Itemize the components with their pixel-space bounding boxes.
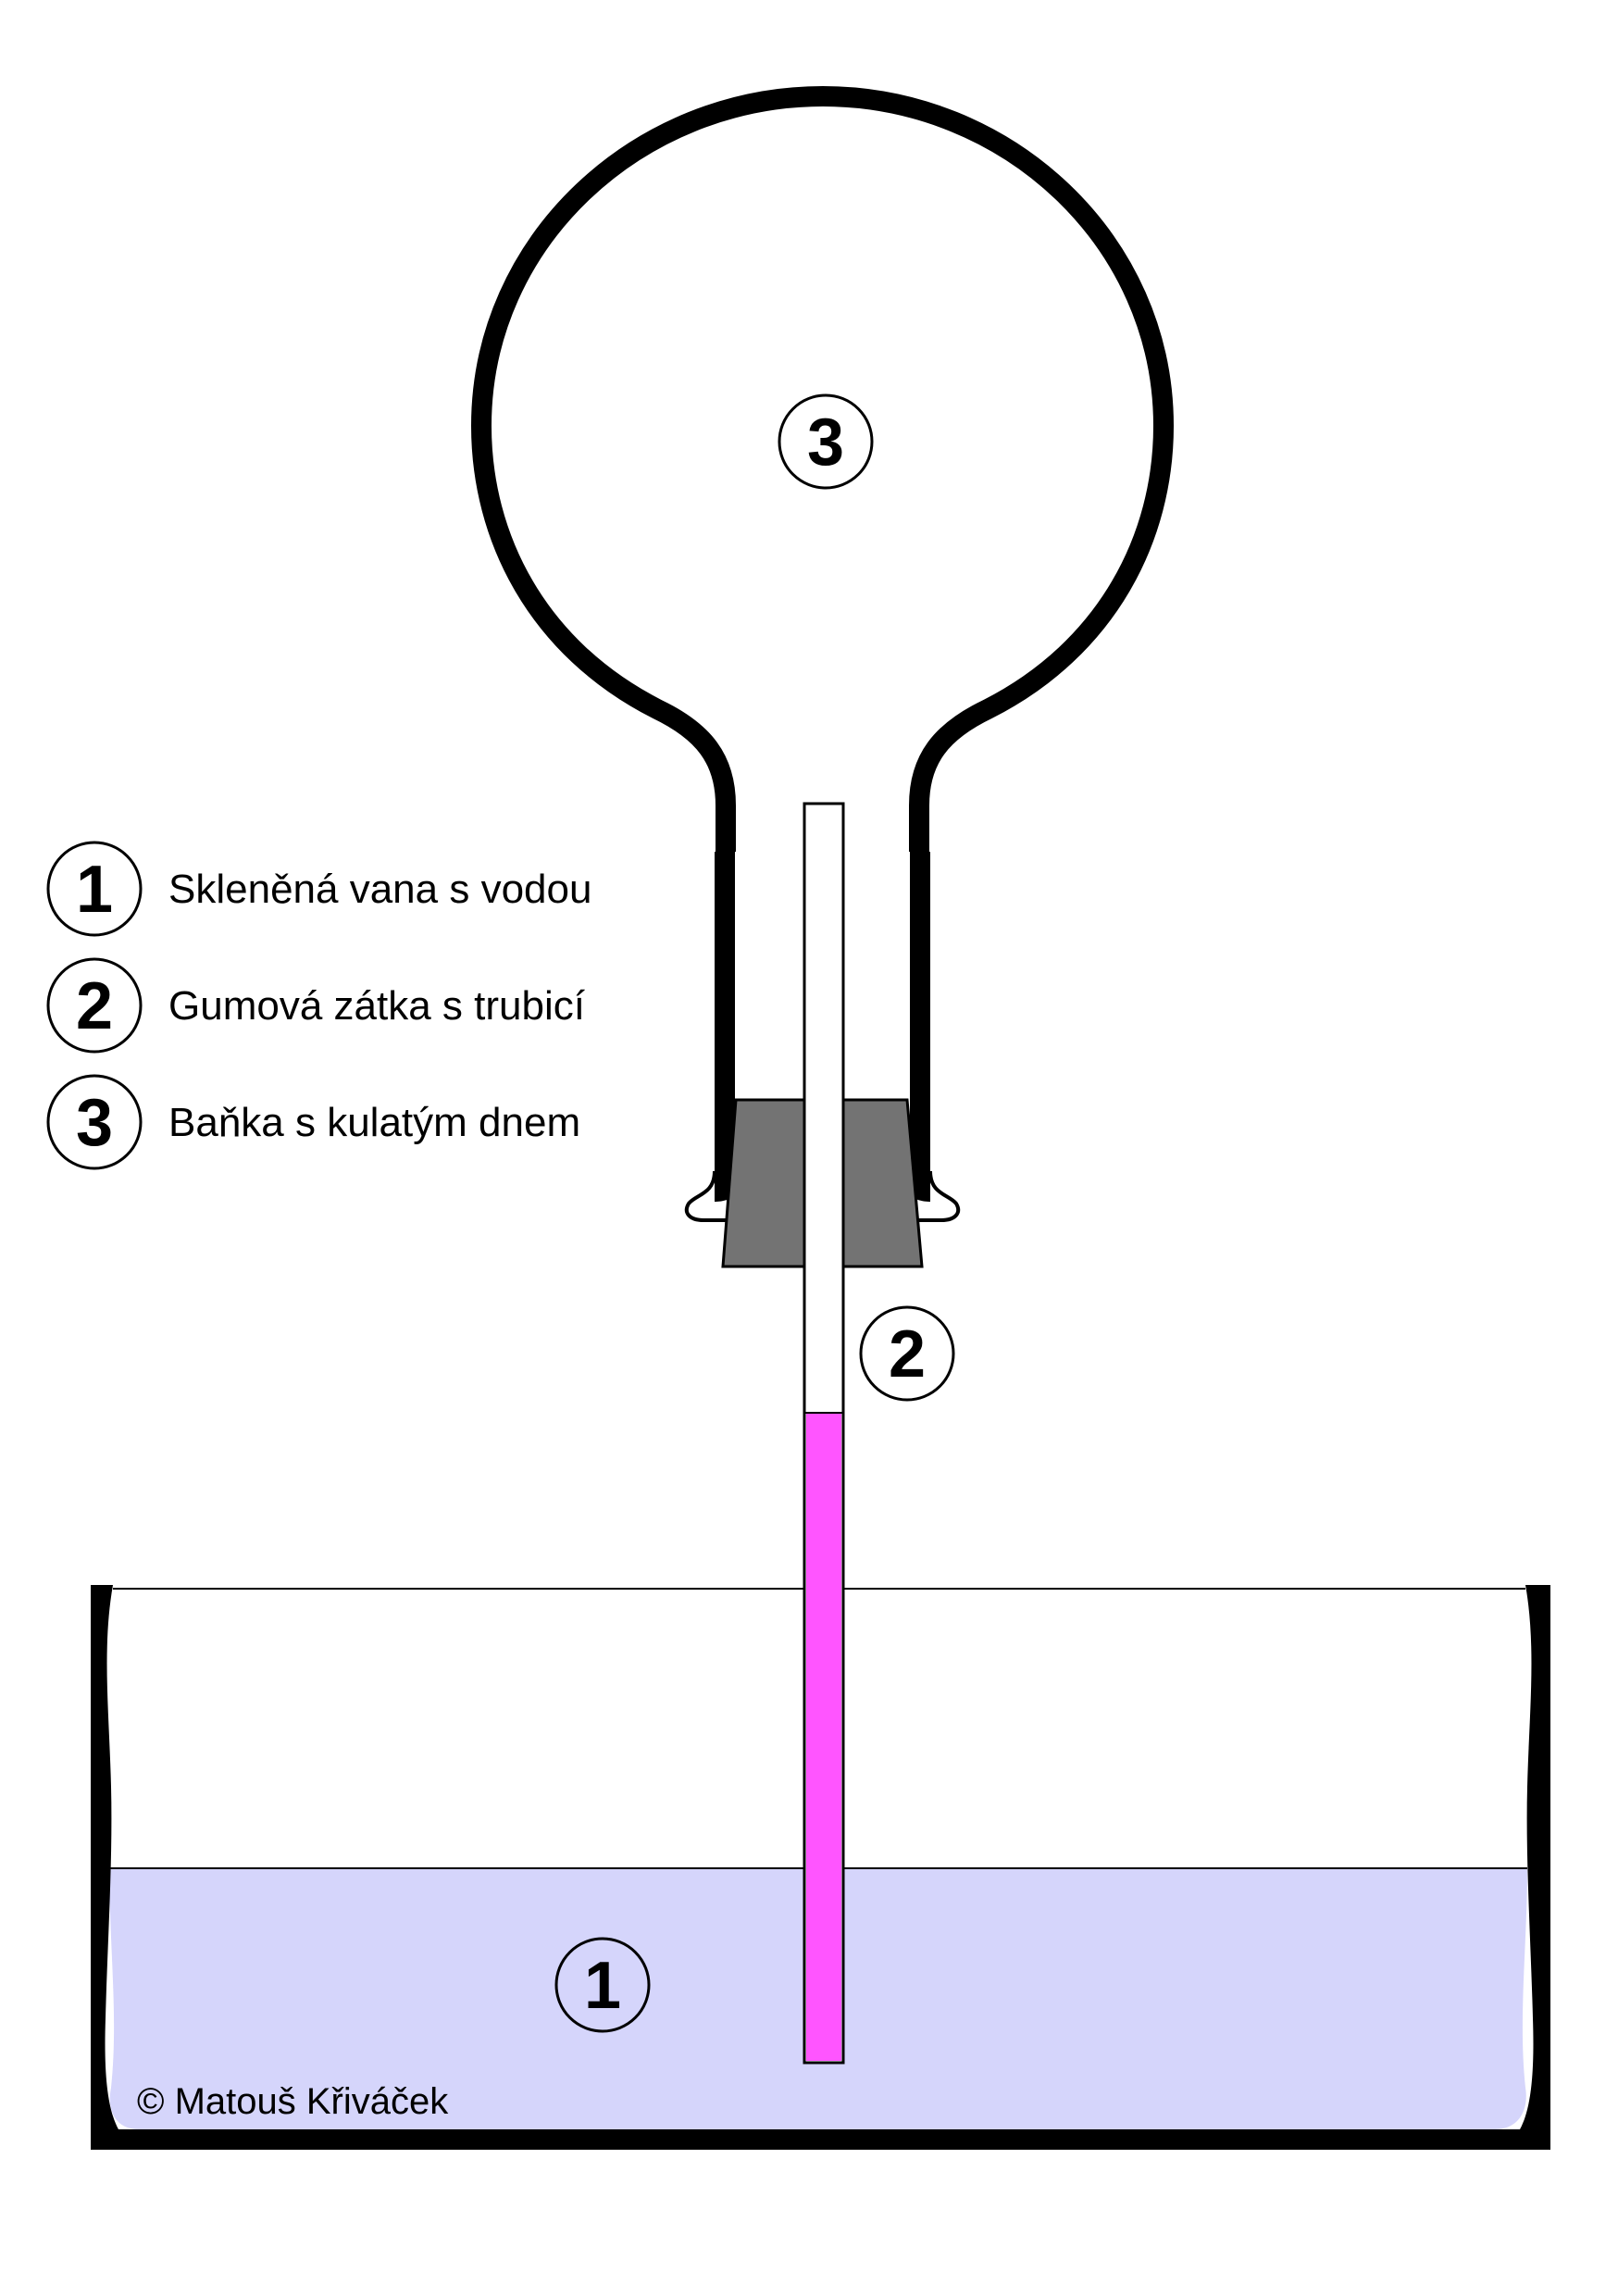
callout-tub: 1: [554, 1937, 651, 2033]
tub-left-wall: [91, 1585, 118, 2129]
legend-item-1-number: 1: [76, 853, 113, 927]
tub-right-wall: [1520, 1585, 1550, 2129]
callout-stopper-number: 2: [889, 1317, 926, 1391]
round-bottom-flask: [471, 86, 1174, 1222]
flask-outline: [471, 86, 1174, 852]
callout-flask: 3: [778, 393, 874, 490]
legend-item-1: 1 Skleněná vana s vodou: [46, 841, 591, 937]
callout-flask-number: 3: [807, 406, 844, 480]
legend-item-3: 3 Baňka s kulatým dnem: [46, 1074, 580, 1170]
legend-item-2-label: Gumová zátka s trubicí: [168, 983, 586, 1029]
flask-lip-left: [684, 1170, 727, 1222]
callout-tub-number: 1: [584, 1949, 621, 2023]
flask-neck-right: [910, 852, 930, 1171]
tub-bottom: [91, 2129, 1550, 2150]
flask-lip-right: [918, 1170, 961, 1222]
legend-item-2-number: 2: [76, 969, 113, 1043]
callout-stopper: 2: [859, 1305, 955, 1402]
glass-tube: [803, 802, 845, 2065]
legend: 1 Skleněná vana s vodou 2 Gumová zátka s…: [46, 841, 591, 1170]
copyright-text: © Matouš Křiváček: [137, 2081, 449, 2122]
tube-liquid: [806, 1413, 841, 2061]
legend-item-3-number: 3: [76, 1086, 113, 1160]
legend-item-3-label: Baňka s kulatým dnem: [168, 1100, 580, 1145]
legend-item-2: 2 Gumová zátka s trubicí: [46, 957, 586, 1054]
legend-item-1-label: Skleněná vana s vodou: [168, 867, 591, 912]
flask-neck-left: [715, 852, 735, 1171]
